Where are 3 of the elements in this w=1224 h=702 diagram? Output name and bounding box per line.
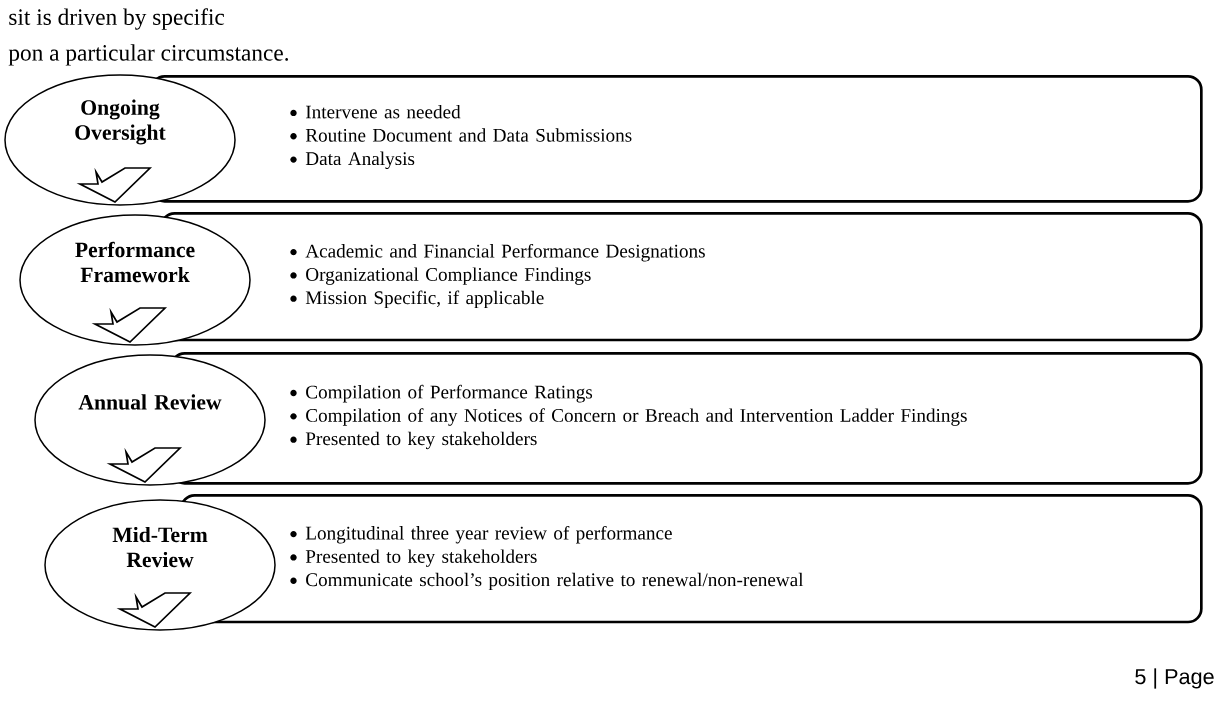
paragraph-line: sit is driven by specific bbox=[9, 8, 225, 30]
paragraph-line: pon a particular circumstance. bbox=[8, 44, 288, 66]
page-number: 5 | Page bbox=[1135, 668, 1214, 689]
